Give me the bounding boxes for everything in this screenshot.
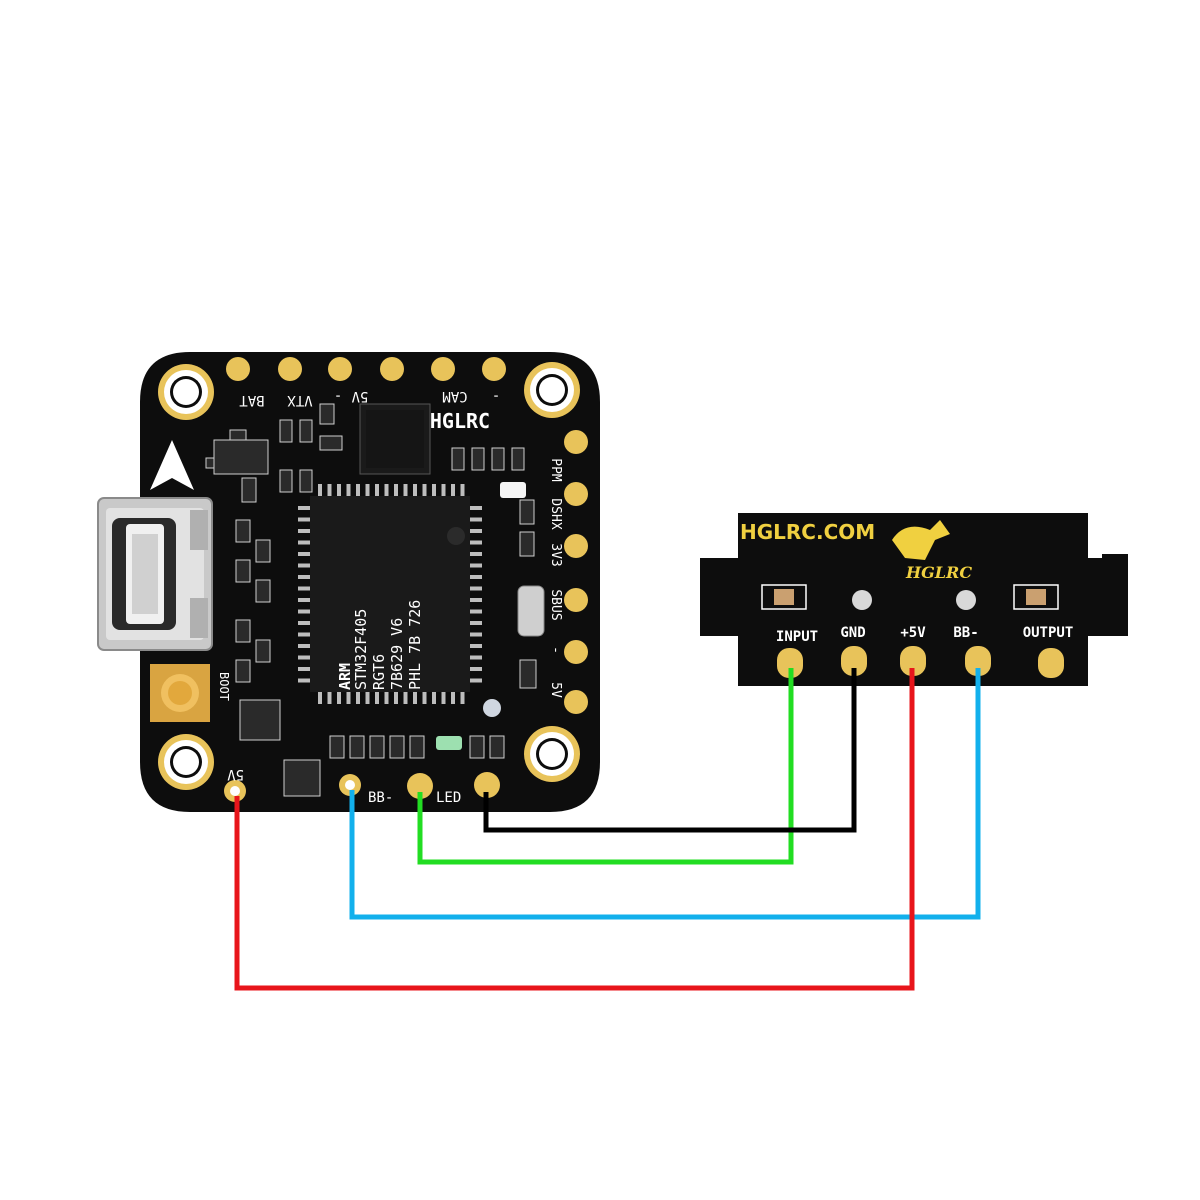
label-gnd: GND (840, 625, 865, 641)
label-plus5v: +5V (900, 625, 926, 641)
mounting-hole-tr (524, 362, 580, 418)
smd-component (369, 735, 385, 759)
smd-component (255, 539, 271, 563)
buzzer-pads (777, 646, 1064, 678)
smd-component (299, 419, 313, 443)
label-cam: CAM (442, 388, 467, 404)
label-input: INPUT (776, 629, 818, 645)
pad-input (777, 648, 803, 678)
buzzer-board: HGLRC.COM HGLRC INPUT GND +5V BB- OUTPUT (700, 513, 1128, 686)
usb-port (97, 497, 213, 651)
label-bb-buzzer: BB- (953, 625, 978, 641)
smd-component (451, 447, 465, 471)
smd-component (469, 735, 485, 759)
smd-component (519, 659, 537, 689)
status-led (436, 736, 462, 750)
mounting-hole-br (524, 726, 580, 782)
pad-bb-buzzer (965, 646, 991, 676)
label-minus-right: - (548, 646, 563, 654)
smd-component (489, 735, 505, 759)
baro-chip (359, 403, 431, 475)
smd-component (279, 419, 293, 443)
smd-component (319, 403, 335, 425)
smd-component (349, 735, 365, 759)
boot-button: BOOT (150, 664, 231, 722)
label-ppm: PPM (548, 458, 563, 482)
smd-component (235, 559, 251, 583)
smd-component (239, 699, 281, 741)
smd-component (491, 447, 505, 471)
right-silk-labels: PPM DSHX 3V3 SBUS - 5V (548, 458, 563, 698)
buzzer-website: HGLRC.COM (740, 520, 875, 544)
smd-component (511, 447, 525, 471)
smd-component (213, 439, 269, 475)
smd-component (283, 759, 321, 797)
smd-component (519, 531, 535, 557)
bottom-pads (224, 772, 500, 802)
top-pads (226, 357, 506, 381)
label-5v-right: 5V (548, 682, 563, 698)
smd-component (319, 435, 343, 451)
smd-component (255, 579, 271, 603)
wire-red (234, 668, 915, 991)
smd-component (471, 447, 485, 471)
wire-green (417, 668, 794, 865)
mcu-chip: ARM STM32F405 RGT6 7B629 V6 PHL 7B 726 (298, 484, 482, 704)
label-led-bottom: LED (436, 790, 461, 806)
label-sbus: SBUS (548, 589, 563, 620)
smd-component (235, 659, 251, 683)
smd-component (389, 735, 405, 759)
buzzer-components (761, 584, 1059, 610)
wires (234, 668, 981, 991)
mcu-line-4: PHL 7B 726 (406, 600, 424, 690)
smd-component (235, 619, 251, 643)
label-minus-top-1: - (334, 388, 342, 404)
label-bat: BAT (239, 392, 265, 408)
mounting-hole-bl (158, 734, 214, 790)
crystal (517, 585, 545, 637)
pad-gnd (474, 772, 500, 798)
mcu-line-1: STM32F405 (352, 609, 370, 690)
logo-text: HGLRC (905, 563, 972, 582)
smd-component (279, 469, 293, 493)
hglrc-logo: HGLRC (892, 520, 972, 582)
arrow-logo-icon (150, 440, 194, 490)
smd-component (255, 639, 271, 663)
smd-component (299, 469, 313, 493)
wire-blue (349, 668, 981, 920)
smd-component (235, 519, 251, 543)
label-5v-top: 5V (351, 388, 368, 404)
pad-gnd-buzzer (841, 646, 867, 676)
pad-output (1038, 648, 1064, 678)
smd-component (519, 499, 535, 525)
led-component (500, 482, 526, 498)
label-output: OUTPUT (1023, 625, 1074, 641)
top-silk-labels: BAT VTX 5V - CAM - (239, 388, 500, 408)
passive-components (205, 403, 537, 797)
test-point (483, 699, 501, 717)
label-bb-bottom: BB- (368, 790, 393, 806)
label-dshx: DSHX (548, 498, 563, 529)
right-pads (564, 430, 588, 714)
pad-led (407, 773, 433, 799)
pad-5v-buzzer (900, 646, 926, 676)
wire-black (483, 668, 857, 833)
boot-label: BOOT (217, 672, 231, 701)
flight-controller-board: BAT VTX 5V - CAM - PPM DSHX 3V3 SBUS - 5… (97, 352, 600, 812)
mcu-line-3: 7B629 V6 (388, 618, 406, 690)
label-vtx: VTX (287, 392, 313, 408)
smd-component (241, 477, 257, 503)
mcu-line-2: RGT6 (370, 654, 388, 690)
smd-component (329, 735, 345, 759)
fc-brand: HGLRC (430, 409, 490, 433)
smd-component (229, 429, 247, 441)
label-5v-bottom: 5V (227, 766, 244, 782)
mcu-logo: ARM (336, 663, 354, 690)
label-3v3: 3V3 (548, 543, 563, 566)
smd-component (409, 735, 425, 759)
mcu-marking: ARM STM32F405 RGT6 7B629 V6 PHL 7B 726 (336, 600, 424, 690)
label-minus-top-2: - (492, 388, 500, 404)
mounting-hole-tl (158, 364, 214, 420)
